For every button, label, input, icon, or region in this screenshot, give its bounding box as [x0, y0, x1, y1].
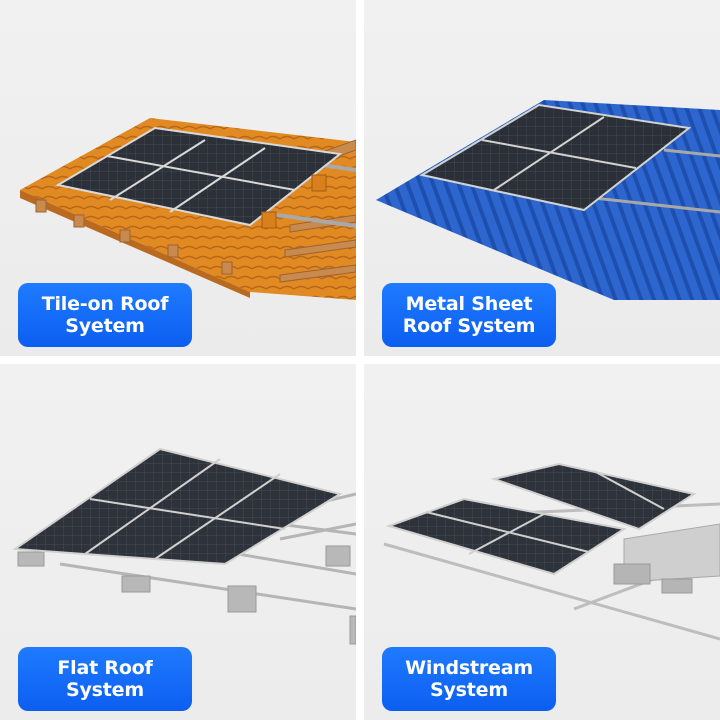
flat-roof-label: Flat Roof System [18, 647, 192, 711]
metal-roof-illustration [376, 100, 720, 300]
tile-roof-illustration [20, 118, 356, 300]
label-line2: System [66, 679, 144, 701]
tile-on-roof-card: Tile-on Roof Syetem [0, 0, 356, 356]
label-line1: Tile-on Roof [41, 293, 169, 315]
flat-roof-card: Flat Roof System [0, 364, 356, 720]
windstream-label: Windstream System [382, 647, 556, 711]
label-line1: Metal Sheet [405, 293, 533, 315]
flat-roof-illustration [12, 447, 356, 645]
metal-sheet-roof-label: Metal Sheet Roof System [382, 283, 556, 347]
windstream-illustration [383, 462, 720, 641]
label-line2: Roof System [402, 315, 536, 337]
windstream-card: Windstream System [364, 364, 720, 720]
label-line1: Windstream [405, 657, 533, 679]
label-line2: System [430, 679, 508, 701]
metal-sheet-roof-card: Metal Sheet Roof System [364, 0, 720, 356]
label-line2: Syetem [65, 315, 145, 337]
tile-on-roof-label: Tile-on Roof Syetem [18, 283, 192, 347]
label-line1: Flat Roof [57, 657, 153, 679]
